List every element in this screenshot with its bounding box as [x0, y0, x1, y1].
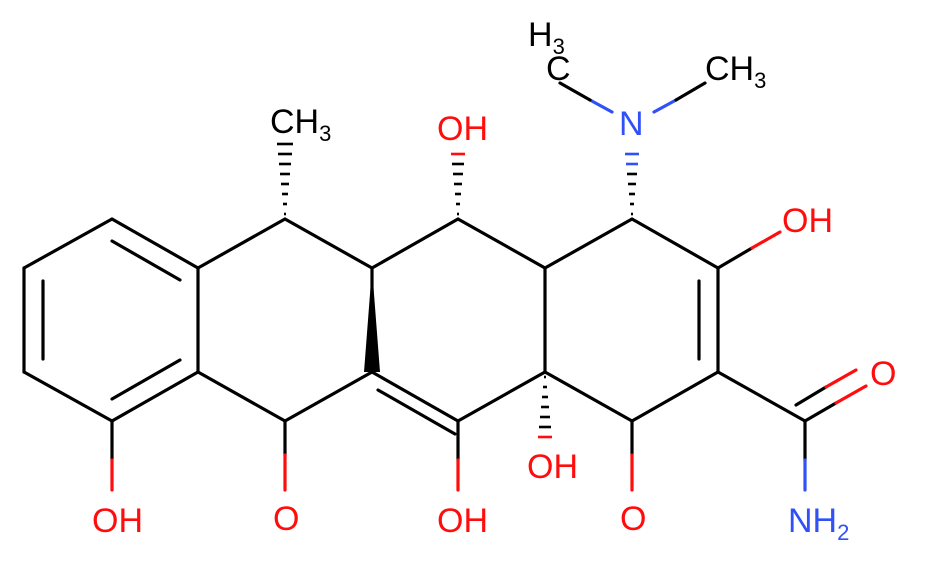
hashed-wedge-bond-blue: [625, 152, 639, 166]
amide-oxygen-label: O: [870, 355, 896, 393]
bond: [543, 370, 634, 423]
hashed-wedge-bond: [539, 375, 551, 429]
bond: [283, 217, 374, 270]
bond: [110, 217, 200, 270]
bond: [543, 217, 634, 270]
bond-cn: [588, 98, 614, 114]
bond: [196, 217, 287, 270]
hydroxyl-label-c12: OH: [437, 502, 488, 540]
wedge-bond: [364, 268, 380, 372]
hydroxyl-label-c10: OH: [92, 502, 143, 540]
bond: [283, 370, 374, 423]
hydroxyl-label-c5: OH: [437, 110, 488, 148]
bond: [456, 370, 547, 423]
hydroxyl-label-c12a: OH: [527, 448, 578, 486]
bond-co: [824, 368, 858, 389]
hashed-wedge-bond: [452, 162, 464, 216]
bond: [558, 81, 592, 102]
bond: [630, 217, 720, 270]
ketone-oxygen-label-c11: O: [273, 500, 299, 538]
ketone-oxygen-label-c1: O: [620, 500, 646, 538]
bond-cn: [652, 98, 678, 114]
amine-label: NH2: [788, 502, 849, 545]
bond-inner: [376, 388, 457, 436]
bond: [370, 370, 460, 423]
bond-inner: [110, 239, 182, 282]
bond: [22, 217, 114, 270]
bond: [630, 370, 720, 423]
hydroxyl-label-c3: OH: [782, 202, 833, 240]
bond: [456, 217, 547, 270]
bond: [110, 370, 200, 423]
bond: [674, 81, 707, 102]
bond: [22, 370, 114, 423]
bond: [794, 385, 828, 407]
bond: [370, 217, 460, 270]
hashed-wedge-bond: [277, 142, 293, 216]
bond: [196, 370, 287, 423]
methyl-label: CH3: [270, 103, 331, 146]
n-methyl-right-label: CH3: [705, 50, 766, 93]
bond: [716, 246, 754, 270]
bond: [803, 401, 838, 423]
nitrogen-label: N: [619, 105, 644, 143]
bond-co: [834, 384, 868, 405]
bond-inner: [110, 358, 182, 401]
hashed-wedge-bond: [627, 172, 637, 216]
bond-oh: [750, 230, 782, 250]
bond: [716, 370, 807, 423]
